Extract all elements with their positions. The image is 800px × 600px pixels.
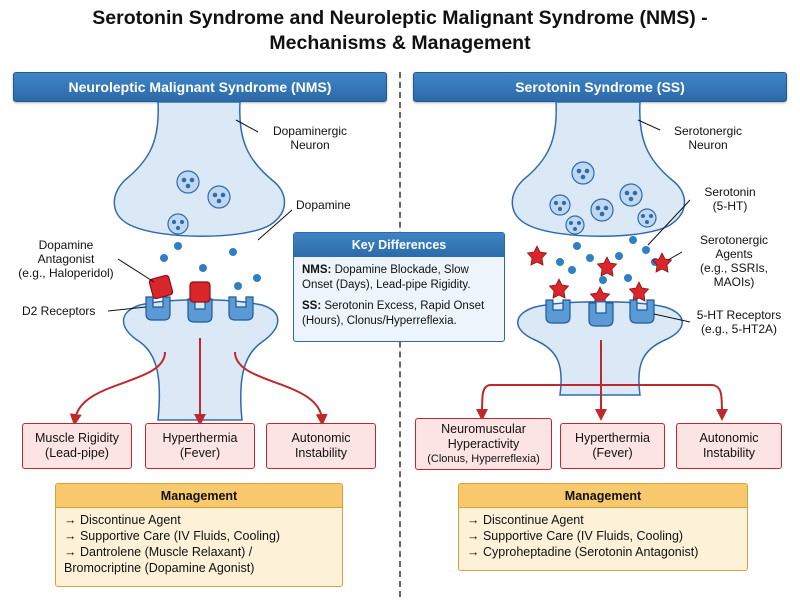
key-differences-nms-text: Dopamine Blockade, Slow Onset (Days), Le… [302, 264, 471, 291]
ss-effect-autonomic-instability: Autonomic Instability [676, 423, 782, 469]
ss-effect-hyperthermia-text: Hyperthermia (Fever) [574, 431, 651, 460]
nms-presynaptic-neuron [113, 101, 286, 237]
nms-management-list: → Discontinue Agent → Supportive Care (I… [56, 508, 342, 580]
nms-management-item: → Supportive Care (IV Fluids, Cooling) [64, 529, 281, 543]
nms-management-title: Management [56, 484, 342, 508]
key-differences-nms: NMS: Dopamine Blockade, Slow Onset (Days… [294, 263, 504, 293]
key-differences-ss: SS: Serotonin Excess, Rapid Onset (Hours… [294, 299, 504, 329]
nms-antagonist-blocks [148, 274, 211, 303]
nms-management-item: → Discontinue Agent [64, 513, 181, 527]
ss-serotonin-label: Serotonin (5-HT) [704, 185, 756, 213]
page-title-line-2: Mechanisms & Management [269, 32, 531, 54]
ss-effect-autonomic-instability-text: Autonomic Instability [699, 431, 759, 460]
ss-5ht-receptors [545, 299, 655, 327]
nms-label-leaders [107, 119, 293, 312]
nms-section-header: Neuroleptic Malignant Syndrome (NMS) [13, 72, 387, 102]
nms-effect-muscle-rigidity-text: Muscle Rigidity (Lead-pipe) [34, 431, 120, 460]
ss-effect-hyperthermia: Hyperthermia (Fever) [560, 423, 665, 469]
page-title-line-1: Serotonin Syndrome and Neuroleptic Malig… [92, 7, 708, 29]
ss-management-item: → Supportive Care (IV Fluids, Cooling) [467, 529, 684, 543]
ss-effect-neuromuscular-hyperactivity-text: Neuromuscular Hyperactivity [441, 421, 526, 451]
nms-dopamine-label: Dopamine [296, 198, 351, 212]
ss-effect-arrows [476, 340, 728, 421]
key-differences-title: Key Differences [294, 233, 504, 257]
nms-d2-receptors-label: D2 Receptors [22, 304, 96, 318]
nms-effect-hyperthermia-text: Hyperthermia (Fever) [162, 431, 238, 460]
ss-neuron-label: Serotonergic Neuron [673, 124, 743, 152]
ss-label-leaders [637, 119, 691, 323]
key-differences-box: Key Differences NMS: Dopamine Blockade, … [293, 232, 505, 342]
ss-management-box: Management → Discontinue Agent → Support… [458, 483, 748, 571]
key-differences-nms-label: NMS: [302, 264, 332, 276]
key-differences-ss-label: SS: [302, 300, 322, 312]
nms-antagonist-label: Dopamine Antagonist (e.g., Haloperidol) [18, 238, 114, 280]
nms-management-item: → Dantrolene (Muscle Relaxant) / Bromocr… [64, 545, 255, 575]
ss-management-item: → Cyproheptadine (Serotonin Antagonist) [467, 545, 699, 559]
nms-effect-autonomic-instability: Autonomic Instability [266, 423, 376, 469]
nms-effect-arrows [69, 338, 328, 426]
nms-management-box: Management → Discontinue Agent → Support… [55, 483, 343, 587]
ss-receptors-label: 5-HT Receptors (e.g., 5-HT2A) [696, 308, 782, 336]
ss-management-title: Management [459, 484, 747, 508]
ss-section-header: Serotonin Syndrome (SS) [413, 72, 787, 102]
nms-vesicles [167, 170, 231, 235]
nms-effect-muscle-rigidity: Muscle Rigidity (Lead-pipe) [22, 423, 132, 469]
nms-effect-hyperthermia: Hyperthermia (Fever) [145, 423, 255, 469]
ss-vesicles [549, 161, 657, 235]
nms-effect-autonomic-instability-text: Autonomic Instability [291, 431, 351, 460]
nms-dopamine-molecules [160, 242, 261, 290]
ss-management-item: → Discontinue Agent [467, 513, 584, 527]
ss-serotonergic-agent-stars [526, 245, 673, 307]
ss-agents-label: Serotonergic Agents (e.g., SSRIs, MAOIs) [699, 233, 769, 289]
ss-effect-neuromuscular-hyperactivity-sub: (Clonus, Hyperreflexia) [427, 452, 540, 465]
ss-management-list: → Discontinue Agent → Supportive Care (I… [459, 508, 747, 564]
key-differences-ss-text: Serotonin Excess, Rapid Onset (Hours), C… [302, 300, 485, 327]
nms-neuron-label: Dopaminergic Neuron [272, 124, 348, 152]
ss-effect-neuromuscular-hyperactivity: Neuromuscular Hyperactivity (Clonus, Hyp… [415, 418, 552, 470]
